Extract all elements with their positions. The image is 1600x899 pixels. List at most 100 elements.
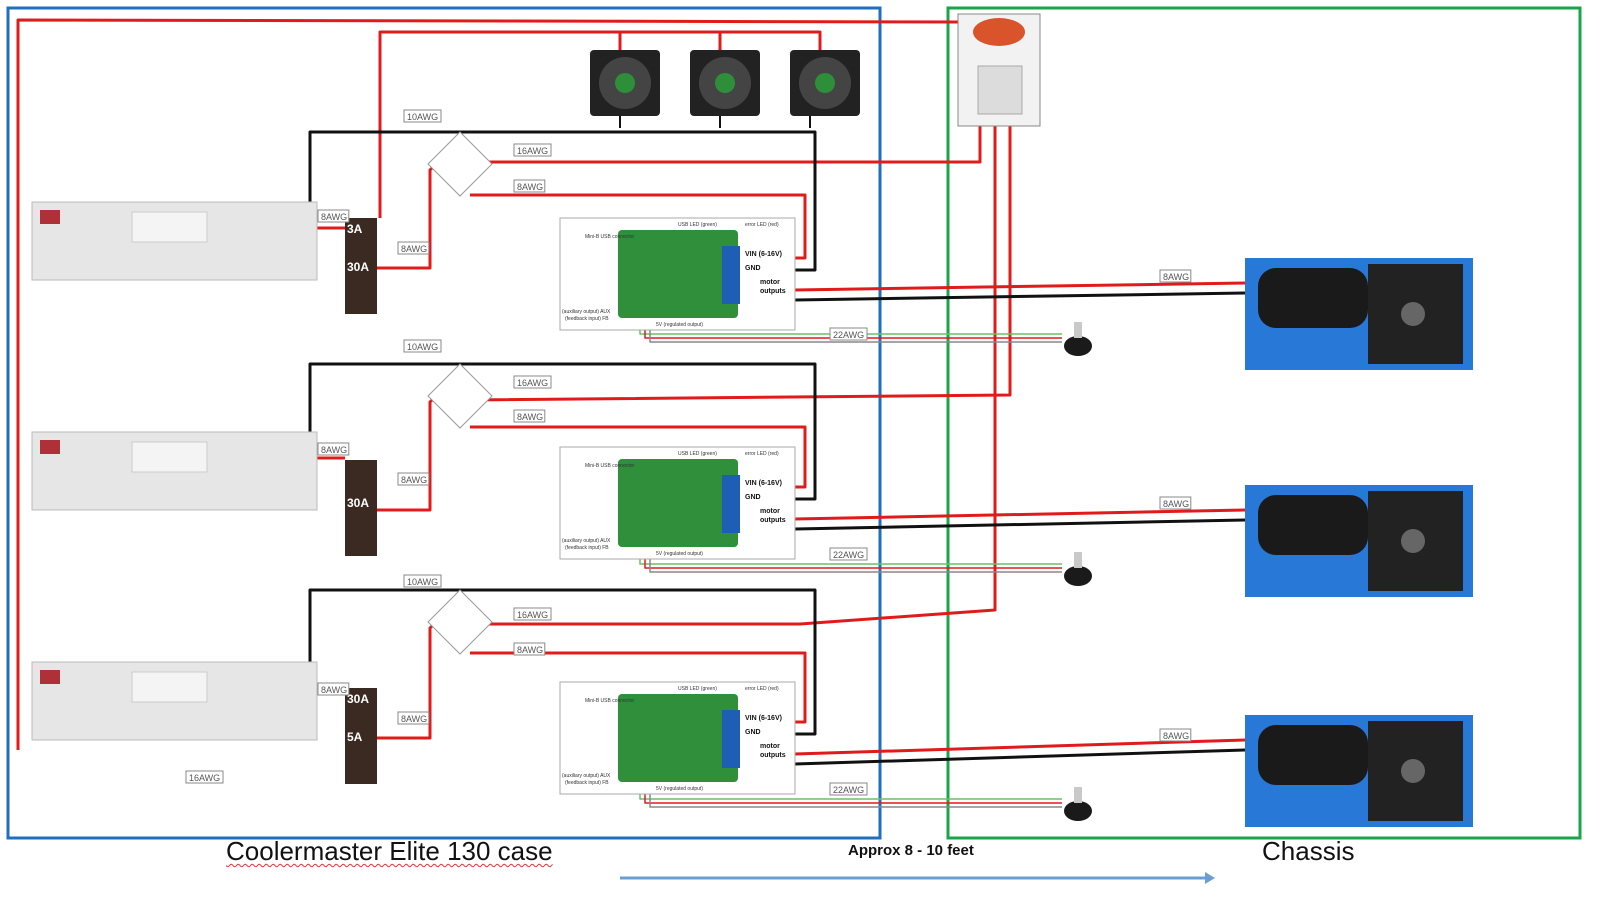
gauge-label: 22AWG: [833, 785, 864, 795]
gauge-label-box: [513, 179, 546, 193]
channel-3-aux-label: (auxiliary output) AUX: [562, 773, 611, 779]
channel-1-terminal-block: [722, 246, 740, 304]
fan-positive-line: [378, 30, 822, 218]
channel-2-ground-bus: [308, 362, 817, 501]
gauge-label-box: [397, 711, 430, 725]
estop-feed-2: [469, 125, 1012, 402]
gauge-label: 16AWG: [517, 610, 548, 620]
channel-3-vin-label: VIN (6-16V): [745, 715, 782, 722]
fan-hub: [715, 73, 735, 93]
gauge-label-box: [317, 682, 350, 696]
gauge-label: 8AWG: [321, 212, 347, 222]
gauge-label-box: [1159, 269, 1192, 283]
gauge-label: 22AWG: [833, 550, 864, 560]
gauge-label: 8AWG: [1163, 731, 1189, 741]
channel-3-motor-negative: [794, 748, 1246, 766]
gauge-label: 8AWG: [1163, 499, 1189, 509]
channel-3-psu-handle: [40, 670, 60, 684]
channel-1-aux-label: (auxiliary output) AUX: [562, 309, 611, 315]
channel-3-gnd-label: GND: [745, 729, 761, 736]
gauge-label: 8AWG: [1163, 272, 1189, 282]
gauge-label: 16AWG: [189, 773, 220, 783]
channel-2-controller-board: [618, 459, 738, 547]
channel-3-motor-body: [1258, 725, 1368, 785]
channel-3-relay-controller: [470, 651, 807, 724]
channel-3-terminal-block: [722, 710, 740, 768]
channel-2-motor-label: motor: [760, 508, 780, 515]
channel-1-motor-negative: [794, 291, 1246, 302]
channel-3-motor-label: motor: [760, 743, 780, 750]
channel-2-error-led-label: error LED (red): [745, 451, 779, 457]
channel-3-psu-label: [131, 671, 208, 703]
gauge-label-box: [513, 375, 552, 389]
gauge-label-box: [1159, 728, 1192, 742]
channel-3-outputs-label: outputs: [760, 752, 786, 759]
channel-2-relay: [427, 363, 493, 429]
gauge-label: 8AWG: [517, 182, 543, 192]
channel-2-motor-positive: [794, 508, 1246, 521]
gauge-label-box: [513, 642, 546, 656]
fan-hub: [815, 73, 835, 93]
gauge-label: 8AWG: [401, 475, 427, 485]
gauge-label: 10AWG: [407, 342, 438, 352]
channel-2-psu-label: [131, 441, 208, 473]
channel-2-psu-handle: [40, 440, 60, 454]
channel-3-potentiometer: [1064, 801, 1092, 821]
gauge-label-box: [403, 574, 442, 588]
channel-2-fb-label: (feedback input) FB: [565, 545, 609, 551]
channel-1-relay: [427, 131, 493, 197]
gauge-label-box: [513, 143, 552, 157]
channel-1-fuse-rating: 30A: [347, 260, 369, 274]
channel-1-gear-shaft: [1401, 302, 1425, 326]
channel-2-gnd-label: GND: [745, 494, 761, 501]
gauge-labels: 10AWG 16AWG 8AWG 8AWG 8AWG 22AWG 8AWG 10AWG 16AW…: [185, 109, 1192, 796]
gauge-label: 16AWG: [517, 378, 548, 388]
gauge-label-box: [397, 241, 430, 255]
gauge-label-box: [829, 782, 868, 796]
channel-1-motor-body: [1258, 268, 1368, 328]
channel-2-fuse-rating: 30A: [347, 496, 369, 510]
gauge-label-box: [185, 770, 224, 784]
channel-2-usb-led-label: USB LED (green): [678, 451, 717, 457]
channel-1-fuse-block: [345, 218, 377, 314]
chassis-caption: Chassis: [1262, 836, 1355, 866]
channel-1-psu-handle: [40, 210, 60, 224]
gauge-label: 8AWG: [517, 645, 543, 655]
channel-3-motor-positive: [794, 738, 1246, 756]
gauge-label: 10AWG: [407, 112, 438, 122]
channel-2-potentiometer: [1064, 566, 1092, 586]
channel-1-pot-shaft: [1074, 322, 1082, 338]
gauge-label: 10AWG: [407, 577, 438, 587]
channel-3-fuse-rating: 5A: [347, 730, 363, 744]
gauge-label-box: [397, 472, 430, 486]
channel-3-controller-board: [618, 694, 738, 782]
channel-1-potentiometer: [1064, 336, 1092, 356]
channel-1-motor-positive: [794, 281, 1246, 292]
channel-1-vin-label: VIN (6-16V): [745, 251, 782, 258]
channel-1-motor-label: motor: [760, 279, 780, 286]
gauge-label: 8AWG: [517, 412, 543, 422]
channel-1-5v-label: 5V (regulated output): [656, 322, 703, 328]
channel-2-usb-label: Mini-B USB connector: [585, 463, 635, 469]
gauge-label-box: [829, 547, 868, 561]
case-caption: Coolermaster Elite 130 case: [226, 836, 553, 867]
channel-1-controller-board: [618, 230, 738, 318]
channel-1-error-led-label: error LED (red): [745, 222, 779, 228]
gauge-label-box: [1159, 496, 1192, 510]
distance-caption: Approx 8 - 10 feet: [848, 842, 974, 859]
channel-2-terminal-block: [722, 475, 740, 533]
channel-2-motor-negative: [794, 518, 1246, 531]
channel-3-fuse-block: [345, 688, 377, 784]
gauge-label-box: [513, 409, 546, 423]
channel-3-usb-led-label: USB LED (green): [678, 686, 717, 692]
channel-2-gear-shaft: [1401, 529, 1425, 553]
channel-1-usb-led-label: USB LED (green): [678, 222, 717, 228]
gauge-label: 8AWG: [401, 244, 427, 254]
gauge-label-box: [829, 327, 868, 341]
gauge-label: 8AWG: [321, 685, 347, 695]
channel-2-fuse-block: [345, 460, 377, 556]
estop-body: [977, 65, 1023, 115]
